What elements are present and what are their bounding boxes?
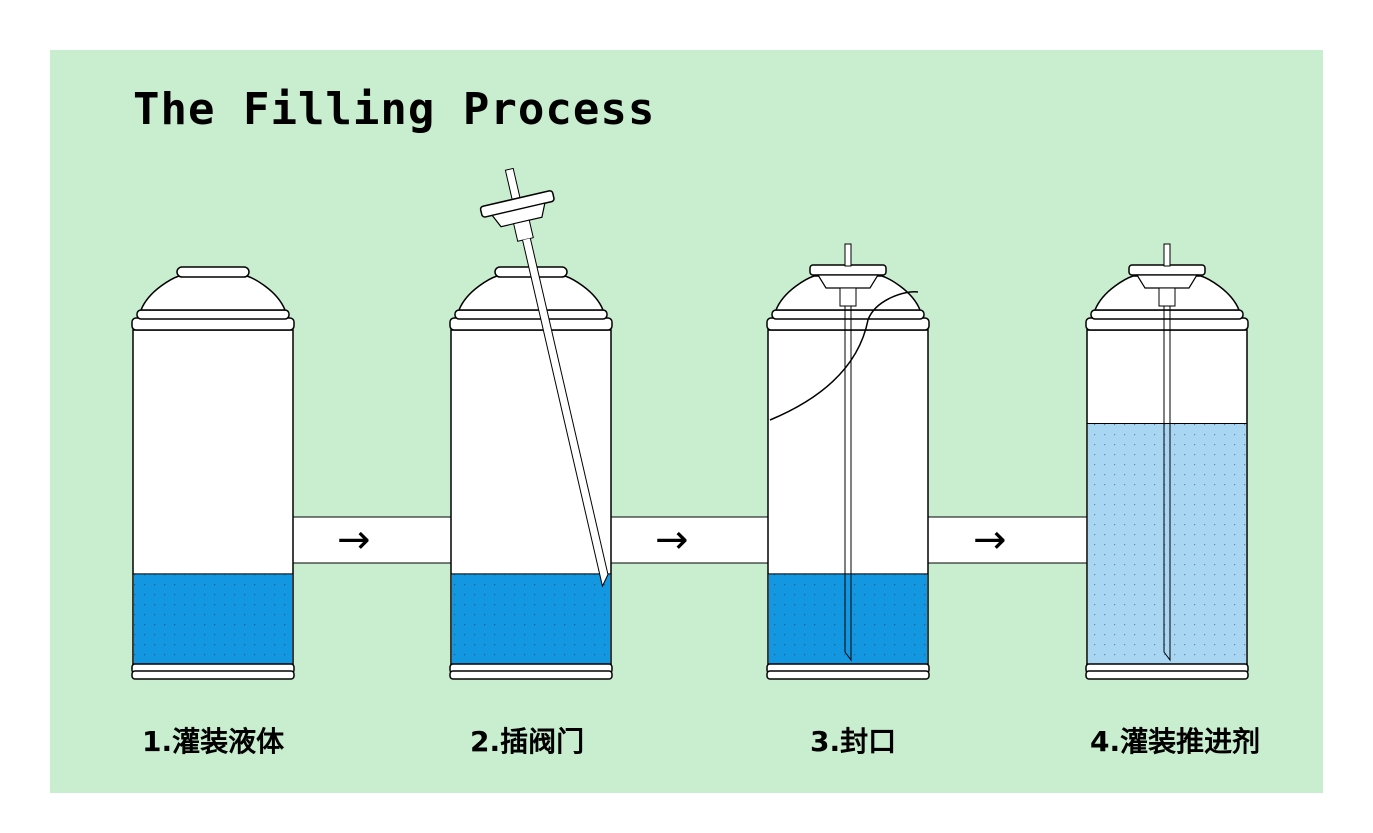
can-dome xyxy=(457,275,605,311)
valve-housing xyxy=(839,287,857,307)
page-title: The Filling Process xyxy=(133,84,656,135)
valve-stem xyxy=(844,243,852,267)
aerosol-can-4 xyxy=(1085,243,1249,680)
arrow-icon-2: → xyxy=(655,517,689,563)
step-4-label: 4.灌装推进剂 xyxy=(1090,725,1261,758)
valve-stem xyxy=(504,167,521,201)
valve-housing xyxy=(1158,287,1176,307)
shoulder-ring xyxy=(1085,317,1249,331)
arrow-icon-3: → xyxy=(973,517,1007,563)
can-rim xyxy=(176,266,250,278)
dip-tube xyxy=(1163,306,1171,662)
can-dome xyxy=(139,275,287,311)
aerosol-can-2 xyxy=(449,266,613,680)
step-3-label: 3.封口 xyxy=(810,725,897,758)
valve-stem xyxy=(1163,243,1171,267)
shoulder-ring xyxy=(766,317,930,331)
valve-housing xyxy=(513,219,534,242)
shoulder-ring xyxy=(449,317,613,331)
arrow-icon-1: → xyxy=(337,517,371,563)
step-2-label: 2.插阀门 xyxy=(470,725,585,758)
step-1-label: 1.灌装液体 xyxy=(142,725,285,758)
aerosol-can-1 xyxy=(131,266,295,680)
connector-band xyxy=(287,516,1093,564)
dip-tube xyxy=(522,238,609,588)
inserting-valve xyxy=(479,167,609,588)
dip-tube xyxy=(844,306,852,662)
aerosol-can-3 xyxy=(766,243,930,680)
seal-curve xyxy=(769,291,919,421)
shoulder-ring xyxy=(131,317,295,331)
